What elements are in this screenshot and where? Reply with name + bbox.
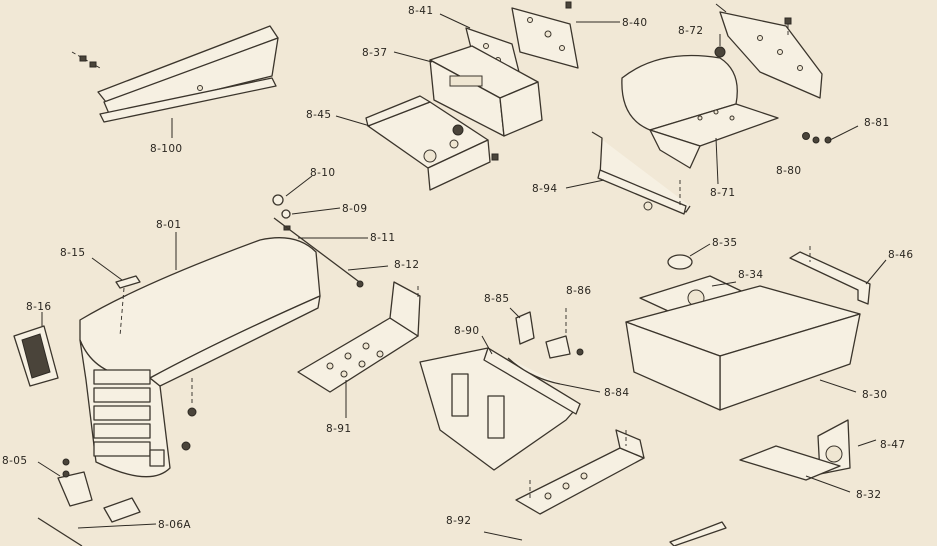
label-8-71: 8-71 xyxy=(710,187,735,199)
part-8-45-tray xyxy=(335,95,499,191)
part-8-01-hood xyxy=(79,232,321,478)
label-8-46: 8-46 xyxy=(888,249,913,261)
label-8-10: 8-10 xyxy=(310,167,335,179)
label-8-05: 8-05 xyxy=(2,455,27,467)
part-8-80-81-hardware xyxy=(802,125,859,144)
label-8-34: 8-34 xyxy=(738,269,763,281)
part-8-84-rod xyxy=(507,357,601,393)
part-linkage-rod xyxy=(272,175,389,288)
label-8-37: 8-37 xyxy=(362,47,387,59)
part-8-15-clip xyxy=(91,257,141,337)
part-8-91-footrest xyxy=(297,281,421,418)
label-8-30: 8-30 xyxy=(862,389,887,401)
part-8-05-bracket xyxy=(37,458,93,507)
label-8-09: 8-09 xyxy=(342,203,367,215)
label-8-84: 8-84 xyxy=(604,387,629,399)
label-8-12: 8-12 xyxy=(394,259,419,271)
label-8-85: 8-85 xyxy=(484,293,509,305)
label-8-91: 8-91 xyxy=(326,423,351,435)
label-8-94: 8-94 xyxy=(532,183,557,195)
part-8-90-frame xyxy=(419,335,581,471)
label-8-45: 8-45 xyxy=(306,109,331,121)
part-8-72-bushing xyxy=(714,34,726,58)
hood-grille xyxy=(93,369,151,457)
part-8-40-plate xyxy=(511,1,620,69)
label-8-01: 8-01 xyxy=(156,219,181,231)
label-8-15: 8-15 xyxy=(60,247,85,259)
part-8-85-bracket xyxy=(509,307,535,345)
label-8-41: 8-41 xyxy=(408,5,433,17)
part-8-46-bracket xyxy=(789,246,887,305)
part-8-35-cap xyxy=(667,243,711,270)
label-8-35: 8-35 xyxy=(712,237,737,249)
part-8-86-bracket xyxy=(545,308,584,359)
part-bottom-right-rail xyxy=(669,521,727,546)
part-8-37-dash-housing xyxy=(393,45,543,137)
part-seat-bracket xyxy=(715,3,823,99)
part-8-100-bracket xyxy=(71,25,279,138)
part-8-16-emblem xyxy=(13,312,59,387)
label-8-86: 8-86 xyxy=(566,285,591,297)
part-8-32-plate xyxy=(739,445,851,493)
part-8-47-bracket xyxy=(817,419,877,475)
label-8-90: 8-90 xyxy=(454,325,479,337)
label-8-32: 8-32 xyxy=(856,489,881,501)
label-8-80: 8-80 xyxy=(776,165,801,177)
part-hood-bracket-small xyxy=(103,497,141,523)
label-8-40: 8-40 xyxy=(622,17,647,29)
part-8-06A-rod xyxy=(37,517,157,546)
part-8-94-seat-rail xyxy=(565,131,691,215)
label-8-72: 8-72 xyxy=(678,25,703,37)
part-8-92-footrest xyxy=(483,429,645,541)
label-8-100: 8-100 xyxy=(150,143,183,155)
label-8-81: 8-81 xyxy=(864,117,889,129)
label-8-11: 8-11 xyxy=(370,232,395,244)
label-8-92: 8-92 xyxy=(446,515,471,527)
label-8-47: 8-47 xyxy=(880,439,905,451)
label-8-06A: 8-06A xyxy=(158,519,191,531)
label-8-16: 8-16 xyxy=(26,301,51,313)
part-8-71-seat xyxy=(621,54,779,185)
part-8-30-box xyxy=(625,285,861,411)
